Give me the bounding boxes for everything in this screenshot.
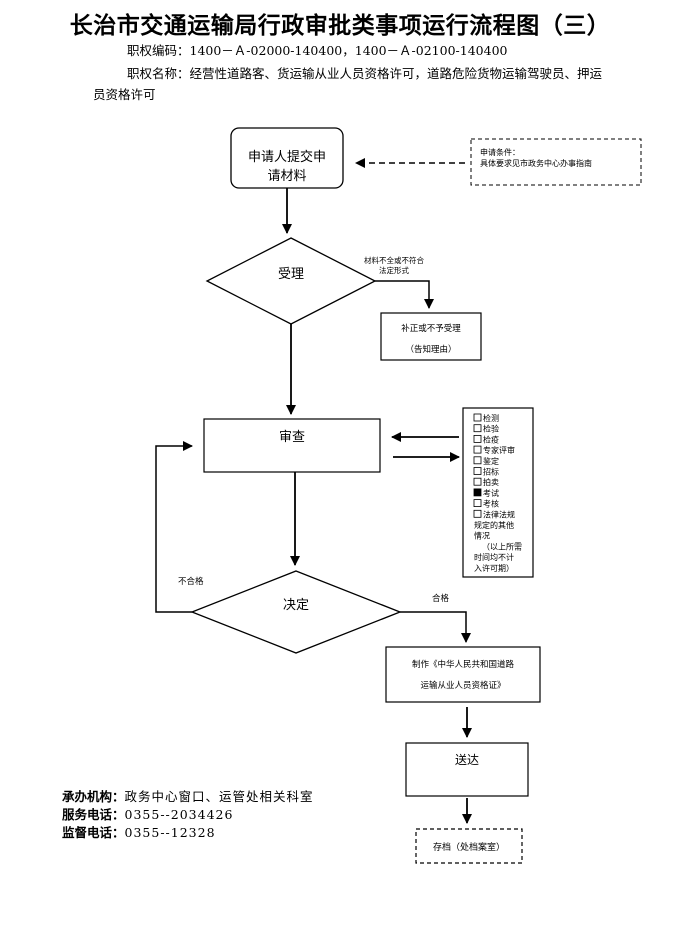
special-item-checkbox bbox=[473, 456, 482, 465]
arrow-decision-make bbox=[400, 611, 471, 643]
conditions-text-2: 具体要求见市政务中心办事指南 bbox=[480, 158, 592, 168]
pass-label: 合格 bbox=[432, 593, 450, 604]
reject-box bbox=[380, 312, 482, 361]
special-item-checkbox bbox=[473, 509, 482, 518]
special-procedures-box bbox=[462, 407, 534, 578]
footer-supervision-key: 监督电话： bbox=[62, 825, 125, 840]
page-title: 长治市交通运输局行政审批类事项运行流程图（三） bbox=[69, 13, 611, 39]
special-procedures-list: 检测检验检疫专家评审鉴定招标拍卖考试考核法律法规规定的其他情况（以上所需时间均不… bbox=[473, 413, 522, 573]
special-item-label: 考试 bbox=[483, 488, 499, 498]
reject-text-1: 补正或不予受理 bbox=[401, 323, 461, 334]
footer-supervision-value: 0355--12328 bbox=[124, 825, 216, 840]
fail-label: 不合格 bbox=[178, 576, 204, 587]
deliver-box bbox=[405, 742, 529, 797]
accept-text: 受理 bbox=[278, 267, 304, 282]
conditions-box bbox=[470, 138, 642, 186]
start-text-2: 请材料 bbox=[267, 169, 306, 184]
special-item-checkbox bbox=[473, 488, 482, 497]
reject-text-2: （告知理由） bbox=[405, 344, 456, 355]
make-text-2: 运输从业人员资格证》 bbox=[420, 680, 505, 691]
archive-text: 存档（处档案室） bbox=[433, 841, 505, 853]
special-item-label: 鉴定 bbox=[483, 456, 499, 466]
decision-diamond bbox=[190, 570, 402, 654]
reject-condition-1: 材料不全或不符合 bbox=[364, 255, 424, 265]
special-item-label: 检疫 bbox=[483, 434, 499, 444]
footer-agency: 承办机构：政务中心窗口、运管处相关科室 bbox=[62, 788, 314, 806]
footer-agency-key: 承办机构： bbox=[62, 789, 125, 804]
review-box bbox=[203, 418, 381, 473]
special-item-label: 检测 bbox=[483, 413, 499, 423]
footer-supervision-phone: 监督电话：0355--12328 bbox=[62, 824, 216, 842]
special-item-checkbox bbox=[473, 445, 482, 454]
special-extra-text: 入许可期） bbox=[474, 563, 514, 573]
authority-name-line1: 职权名称：经营性道路客、货运输从业人员资格许可，道路危险货物运输驾驶员、押运 bbox=[127, 66, 603, 81]
deliver-text: 送达 bbox=[455, 752, 479, 767]
authority-name-line2: 员资格许可 bbox=[93, 87, 156, 102]
special-extra-text: 规定的其他 bbox=[474, 520, 514, 530]
special-item-checkbox bbox=[473, 477, 482, 486]
make-certificate-box bbox=[385, 646, 541, 703]
reject-condition-2: 法定形式 bbox=[379, 265, 409, 275]
footer-service-value: 0355--2034426 bbox=[124, 807, 234, 822]
special-extra-text: （以上所需 bbox=[482, 541, 522, 551]
special-item-checkbox bbox=[473, 434, 482, 443]
special-item-label: 检验 bbox=[483, 424, 499, 434]
footer-service-phone: 服务电话：0355--2034426 bbox=[62, 806, 233, 824]
start-text-1: 申请人提交申 bbox=[248, 149, 326, 165]
special-item-label: 法律法规 bbox=[483, 509, 515, 519]
special-item-checkbox bbox=[473, 499, 482, 508]
special-item-label: 考核 bbox=[483, 499, 499, 509]
conditions-text-1: 申请条件： bbox=[480, 147, 520, 157]
make-text-1: 制作《中华人民共和国道路 bbox=[412, 659, 515, 670]
arrow-decision-review bbox=[155, 441, 193, 613]
archive-box bbox=[415, 828, 523, 864]
special-extra-text: 时间均不计 bbox=[474, 552, 514, 562]
authority-code: 职权编码：1400－Ａ-02000-140400，1400－Ａ-02100-14… bbox=[127, 43, 508, 58]
arrow-accept-reject bbox=[375, 280, 434, 309]
review-text: 审查 bbox=[279, 430, 305, 445]
special-extra-text: 情况 bbox=[474, 531, 490, 541]
special-item-checkbox bbox=[473, 413, 482, 422]
special-item-checkbox bbox=[473, 424, 482, 433]
special-item-label: 招标 bbox=[483, 467, 499, 477]
footer-service-key: 服务电话： bbox=[62, 807, 125, 822]
footer-agency-value: 政务中心窗口、运管处相关科室 bbox=[124, 789, 314, 804]
decision-text: 决定 bbox=[283, 598, 309, 613]
special-item-checkbox bbox=[473, 467, 482, 475]
special-item-label: 拍卖 bbox=[483, 477, 499, 487]
special-item-label: 专家评审 bbox=[483, 445, 515, 455]
